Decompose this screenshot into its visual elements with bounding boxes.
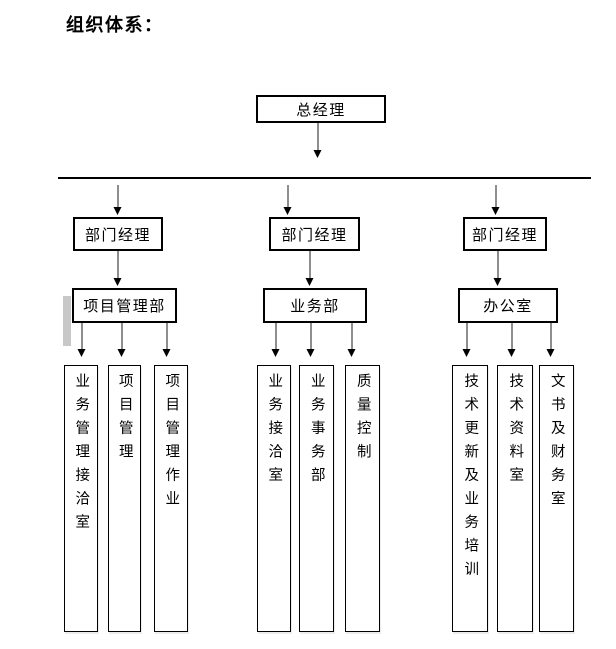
unit-label: 技术更新及业务培训 bbox=[462, 373, 479, 585]
unit-label: 质量控制 bbox=[354, 373, 371, 467]
org-unit-documents-finance-room: 文书及财务室 bbox=[539, 365, 574, 632]
unit-label: 文书及财务室 bbox=[548, 373, 565, 514]
arrow-dept2-to-unit-3 bbox=[347, 323, 357, 357]
org-unit-business-mgmt-reception: 业务管理接洽室 bbox=[64, 365, 98, 632]
org-box-department-manager-3: 部门经理 bbox=[463, 217, 547, 251]
org-unit-project-management: 项目管理 bbox=[108, 365, 141, 632]
unit-label: 技术资料室 bbox=[507, 373, 524, 491]
selection-handle-bar bbox=[63, 296, 71, 346]
org-unit-project-mgmt-operations: 项目管理作业 bbox=[154, 365, 188, 632]
unit-label: 项目管理 bbox=[116, 373, 133, 467]
unit-label: 业务管理接洽室 bbox=[73, 373, 90, 538]
unit-label: 业务事务部 bbox=[308, 373, 325, 491]
org-unit-business-affairs: 业务事务部 bbox=[299, 365, 334, 632]
arrow-root-down bbox=[313, 123, 323, 158]
arrow-manager-to-dept-2 bbox=[305, 251, 315, 286]
org-box-department-manager-2: 部门经理 bbox=[269, 217, 360, 251]
org-unit-tech-archive-room: 技术资料室 bbox=[497, 365, 533, 632]
arrow-dept2-to-unit-2 bbox=[306, 323, 316, 357]
branch-line bbox=[58, 177, 591, 179]
arrow-dept1-to-unit-3 bbox=[162, 323, 172, 357]
arrow-line-to-manager-3 bbox=[491, 185, 501, 215]
page-title: 组织体系： bbox=[66, 15, 164, 35]
unit-label: 项目管理作业 bbox=[163, 373, 180, 514]
org-unit-quality-control: 质量控制 bbox=[345, 365, 380, 632]
arrow-line-to-manager-1 bbox=[113, 185, 123, 215]
arrow-manager-to-dept-1 bbox=[113, 251, 123, 286]
org-box-business-dept: 业务部 bbox=[263, 288, 367, 323]
arrow-dept3-to-unit-3 bbox=[546, 323, 556, 357]
arrow-manager-to-dept-3 bbox=[493, 251, 503, 286]
unit-label: 业务接洽室 bbox=[266, 373, 283, 491]
arrow-dept3-to-unit-2 bbox=[507, 323, 517, 357]
org-unit-tech-update-training: 技术更新及业务培训 bbox=[452, 365, 488, 632]
org-box-project-management-dept: 项目管理部 bbox=[72, 288, 177, 323]
arrow-dept2-to-unit-1 bbox=[271, 323, 281, 357]
org-unit-business-reception: 业务接洽室 bbox=[257, 365, 291, 632]
org-box-general-manager: 总经理 bbox=[256, 95, 386, 123]
org-box-department-manager-1: 部门经理 bbox=[73, 217, 163, 251]
org-box-office: 办公室 bbox=[458, 288, 558, 323]
arrow-dept3-to-unit-1 bbox=[462, 323, 472, 357]
arrow-line-to-manager-2 bbox=[283, 185, 293, 215]
arrow-dept1-to-unit-2 bbox=[117, 323, 127, 357]
arrow-dept1-to-unit-1 bbox=[77, 323, 87, 357]
